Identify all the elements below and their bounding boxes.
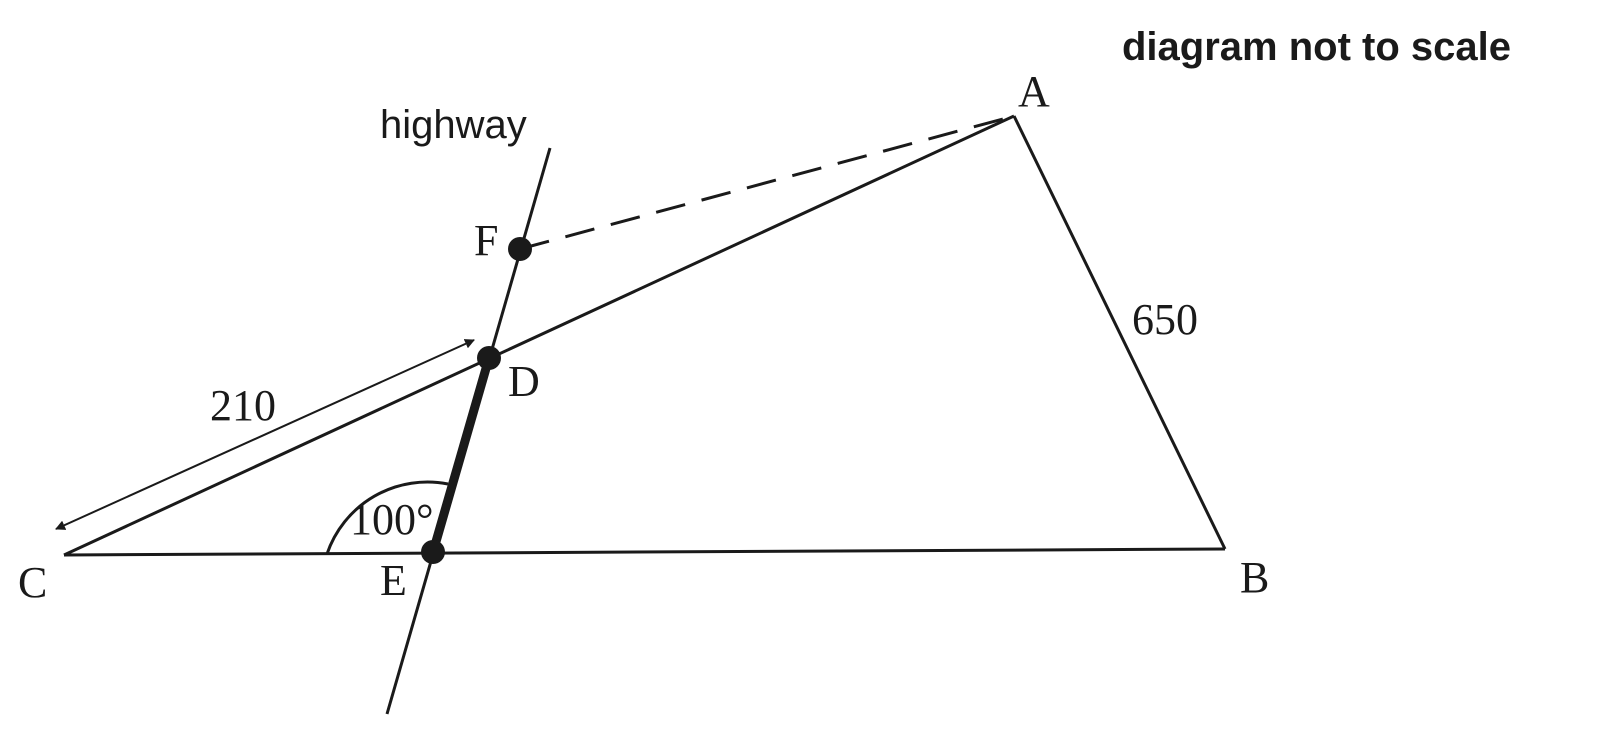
dimension-arrow-cd	[55, 339, 475, 530]
length-label-cd: 210	[210, 381, 276, 430]
point-label-c: C	[18, 558, 47, 607]
segment-de	[428, 356, 494, 554]
segment-cb	[63, 547, 1226, 557]
point-e	[421, 540, 445, 564]
segment-ab	[1012, 115, 1227, 550]
segment-fa-dashed	[519, 114, 1015, 251]
point-label-d: D	[508, 357, 540, 406]
point-label-b: B	[1240, 553, 1269, 602]
point-d	[477, 346, 501, 370]
scale-note: diagram not to scale	[1122, 25, 1511, 69]
angle-arc-e	[325, 480, 449, 555]
point-f	[508, 237, 532, 261]
highway-label: highway	[380, 103, 527, 147]
length-label-ab: 650	[1132, 295, 1198, 344]
point-label-f: F	[474, 216, 498, 265]
point-label-a: A	[1018, 67, 1050, 116]
angle-label-e: 100°	[350, 495, 434, 544]
point-label-e: E	[380, 556, 407, 605]
